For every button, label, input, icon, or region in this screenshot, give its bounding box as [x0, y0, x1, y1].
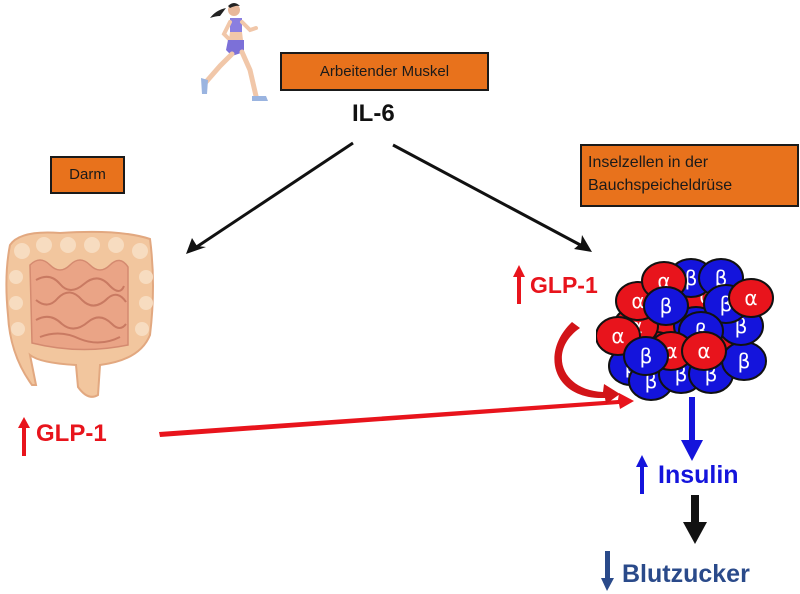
muscle-label: Arbeitender Muskel — [319, 63, 450, 80]
arrowhead-darm — [186, 238, 206, 254]
beta-symbol: β — [640, 344, 653, 368]
arrowhead-islets — [574, 235, 592, 252]
alpha-symbol: α — [631, 289, 644, 313]
islet-cluster-icon: ααβααβββαβββββββαααβαβαβα — [596, 258, 774, 401]
beta-symbol: β — [685, 266, 698, 290]
alpha-symbol: α — [697, 339, 710, 363]
darm-label: Darm — [69, 166, 106, 183]
arrow-glp1-to-islets — [159, 393, 634, 437]
alpha-symbol: α — [744, 286, 757, 310]
alpha-cell: α — [728, 278, 774, 318]
blutzucker-label: Blutzucker — [622, 560, 750, 588]
curved-arrow-local-glp1 — [554, 322, 620, 404]
islet-box: Inselzellen in der Bauchspeicheldrüse — [580, 144, 799, 207]
beta-symbol: β — [660, 294, 673, 318]
up-arrow-icon-islet-glp1 — [513, 265, 525, 304]
arrow-il6-to-darm — [191, 141, 354, 252]
beta-cell: β — [623, 336, 669, 376]
il6-label: IL-6 — [352, 100, 395, 127]
arrow-il6-to-islets — [392, 143, 587, 250]
beta-cell: β — [721, 341, 767, 381]
arrow-insulin-to-blutzucker-head — [683, 522, 707, 544]
beta-symbol: β — [715, 266, 728, 290]
arrow-islets-to-insulin-head — [681, 440, 703, 461]
islet-label-line2: Bauchspeicheldrüse — [588, 177, 733, 194]
muscle-box: Arbeitender Muskel — [280, 52, 489, 91]
insulin-label: Insulin — [658, 461, 739, 489]
beta-cell: β — [643, 286, 689, 326]
islet-label-line1: Inselzellen in der — [588, 154, 709, 171]
darm-box: Darm — [50, 156, 125, 194]
arrow-insulin-to-blutzucker-shaft — [691, 495, 699, 525]
up-arrow-icon-gut-glp1 — [18, 417, 30, 456]
intestine-icon — [5, 230, 154, 398]
alpha-cell: α — [681, 331, 727, 371]
islet-glp1-label: GLP-1 — [530, 272, 598, 298]
up-arrow-icon-insulin — [636, 455, 648, 494]
beta-symbol: β — [738, 349, 751, 373]
alpha-symbol: α — [611, 324, 624, 348]
gut-glp1-label: GLP-1 — [36, 420, 107, 447]
down-arrow-icon-blutzucker — [601, 551, 614, 591]
runner-icon — [201, 3, 268, 101]
arrow-islets-to-insulin-shaft — [689, 397, 695, 445]
